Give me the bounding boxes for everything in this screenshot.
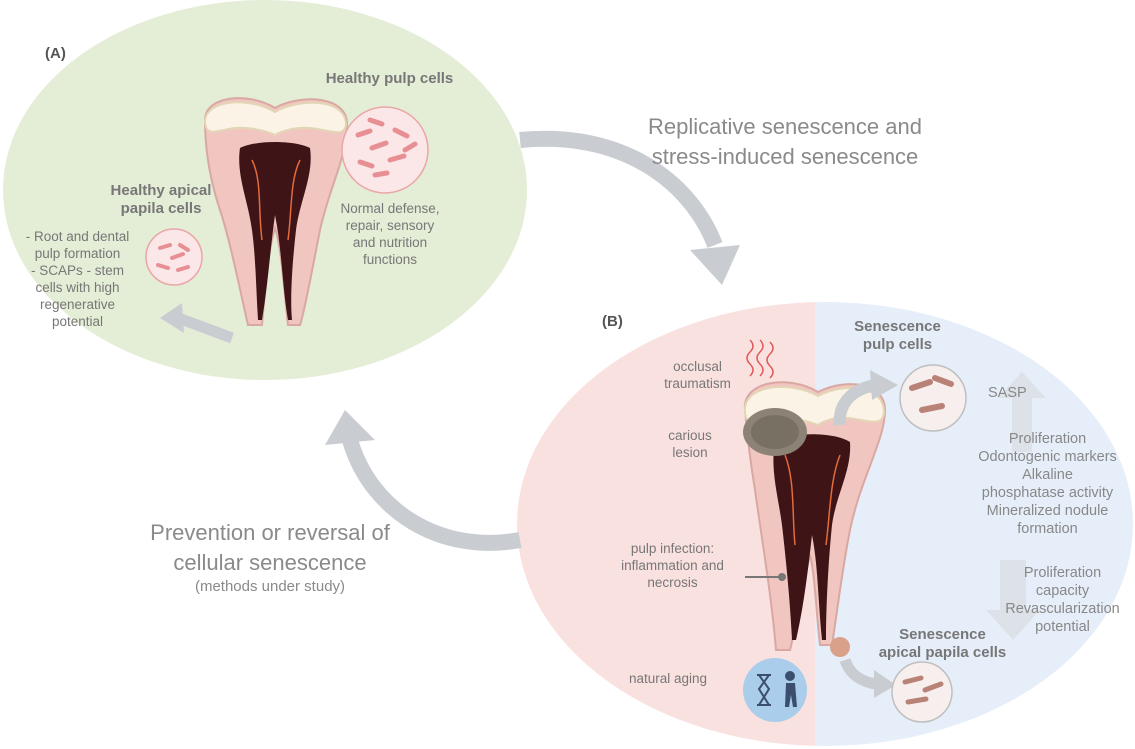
carious-text: carious lesion <box>650 427 730 461</box>
healthy-pulp-desc: Normal defense, repair, sensory and nutr… <box>334 200 446 268</box>
healthy-pulp-title: Healthy pulp cells <box>312 70 467 88</box>
occlusal-text: occlusal traumatism <box>650 358 745 392</box>
down-list-item: Revascularization <box>990 600 1135 618</box>
arrow-senescence-head <box>690 245 740 285</box>
aging-icon <box>743 658 807 722</box>
healthy-pulp-desc-line: functions <box>334 251 446 268</box>
senescence-pulp-title-line: Senescence <box>840 318 955 336</box>
healthy-pulp-desc-line: and nutrition <box>334 234 446 251</box>
sasp-label: SASP <box>988 384 1027 402</box>
aging-text: natural aging <box>629 670 707 687</box>
infection-text: pulp infection: inflammation and necrosi… <box>605 540 740 591</box>
healthy-pulp-desc-line: Normal defense, <box>334 200 446 217</box>
occlusal-text-line: occlusal <box>650 358 745 375</box>
healthy-apical-desc-line: - Root and dental <box>20 228 135 245</box>
healthy-apical-desc: - Root and dental pulp formation - SCAPs… <box>20 228 135 330</box>
healthy-apical-title-line: Healthy apical <box>96 182 226 200</box>
senescence-apical-title-line: Senescence <box>860 626 1025 644</box>
arrow-reversal-head <box>325 410 375 445</box>
reversal-caption-line: cellular senescence <box>120 548 420 578</box>
down-list-item: Proliferation <box>990 564 1135 582</box>
senescence-apical-cells-image <box>892 662 952 722</box>
healthy-apical-desc-line: cells with high <box>20 279 135 296</box>
senescence-pulp-title-line: pulp cells <box>840 336 955 354</box>
healthy-apical-cells-image <box>146 229 202 285</box>
healthy-pulp-cells-image <box>342 107 428 193</box>
senescence-caption: Replicative senescence and stress-induce… <box>620 112 950 172</box>
reversal-sub: (methods under study) <box>120 578 420 595</box>
carious-text-line: carious <box>650 427 730 444</box>
up-list-item: Alkaline <box>965 466 1130 484</box>
senescence-pulp-title: Senescence pulp cells <box>840 318 955 354</box>
healthy-apical-desc-line: regenerative <box>20 296 135 313</box>
up-list-item: Proliferation <box>965 430 1130 448</box>
healthy-pulp-desc-line: repair, sensory <box>334 217 446 234</box>
senescence-caption-line: Replicative senescence and <box>620 112 950 142</box>
infection-text-line: inflammation and <box>605 557 740 574</box>
healthy-apical-desc-line: potential <box>20 313 135 330</box>
reversal-caption-line: Prevention or reversal of <box>120 518 420 548</box>
senescence-pulp-cells-image <box>900 365 966 431</box>
healthy-apical-title-line: papila cells <box>96 200 226 218</box>
panel-b-label: (B) <box>602 313 623 330</box>
up-list-item: Mineralized nodule <box>965 502 1130 520</box>
down-list-item: capacity <box>990 582 1135 600</box>
panel-a-label: (A) <box>45 45 66 62</box>
senescence-apical-title-line: apical papila cells <box>860 644 1025 662</box>
occlusal-text-line: traumatism <box>650 375 745 392</box>
infection-text-line: necrosis <box>605 574 740 591</box>
healthy-apical-title: Healthy apical papila cells <box>96 182 226 218</box>
up-list-item: formation <box>965 520 1130 538</box>
carious-text-line: lesion <box>650 444 730 461</box>
up-list-item: phosphatase activity <box>965 484 1130 502</box>
healthy-apical-desc-line: pulp formation <box>20 245 135 262</box>
senescence-apical-title: Senescence apical papila cells <box>860 626 1025 662</box>
infection-text-line: pulp infection: <box>605 540 740 557</box>
up-list-item: Odontogenic markers <box>965 448 1130 466</box>
senescence-caption-line: stress-induced senescence <box>620 142 950 172</box>
reversal-caption: Prevention or reversal of cellular senes… <box>120 518 420 578</box>
healthy-apical-desc-line: - SCAPs - stem <box>20 262 135 279</box>
up-regulated-list: Proliferation Odontogenic markers Alkali… <box>965 430 1130 538</box>
